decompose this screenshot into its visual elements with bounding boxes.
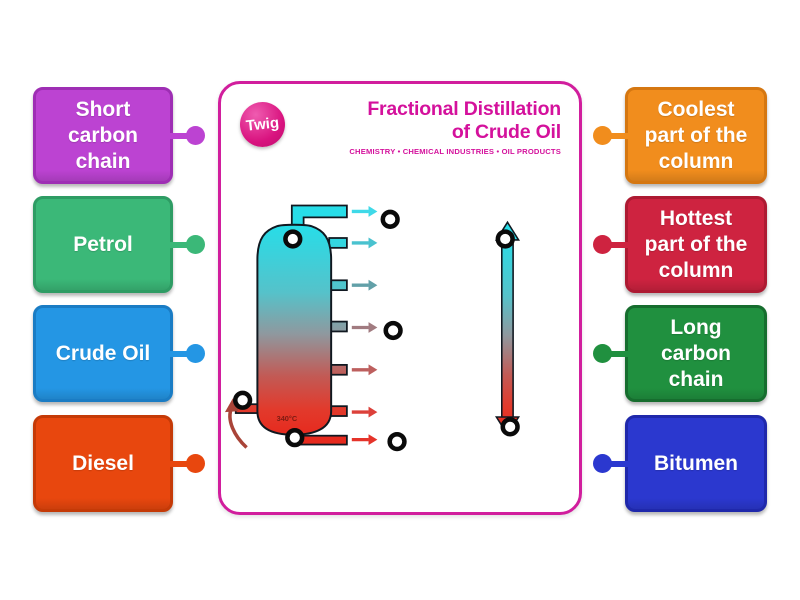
label-bitumen[interactable]: Bitumen [593,415,767,512]
connector-stem [608,132,630,139]
answer-dot-4[interactable] [232,390,253,410]
answer-dot-5[interactable] [285,428,305,448]
answer-dot-6[interactable] [387,431,407,452]
connector-dot-petrol[interactable] [186,235,205,254]
connector-stem [608,350,630,357]
card-title-block: Fractional Distillation of Crude Oil CHE… [349,98,561,156]
flow-arrow [351,406,378,418]
connector-stem [168,350,190,357]
flow-arrow [351,206,378,217]
answer-dot-8[interactable] [500,417,520,437]
answer-dot-7[interactable] [495,229,515,249]
label-text-long-carbon-chain: Long carbon chain [660,315,731,391]
label-text-diesel: Diesel [72,451,134,475]
answer-dot-1[interactable] [380,209,400,229]
temp-label-340c: 340°C [277,414,298,423]
outlet-stub-pipe [328,237,348,249]
card-subtitle: CHEMISTRY • CHEMICAL INDUSTRIES • OIL PR… [349,147,561,156]
flow-arrow [351,322,378,333]
label-petrol[interactable]: Petrol [33,196,205,293]
temperature-gradient-bar [494,220,521,437]
label-text-crude-oil: Crude Oil [55,341,151,365]
connector-stem [168,132,190,139]
connector-dot-long-carbon-chain[interactable] [593,344,612,363]
answer-dot-3[interactable] [383,320,403,341]
twig-logo: Twig [240,102,285,147]
label-hottest-part-of-the-column[interactable]: Hottest part of the column [593,196,767,293]
label-crude-oil[interactable]: Crude Oil [33,305,205,402]
label-coolest-part-of-the-column[interactable]: Coolest part of the column [593,87,767,184]
connector-stem [168,460,190,467]
label-short-carbon-chain[interactable]: Short carbon chain [33,87,205,184]
feed-arrow [224,398,248,449]
label-text-hottest-part-of-the-column: Hottest part of the column [644,206,748,282]
connector-dot-short-carbon-chain[interactable] [186,126,205,145]
label-text-bitumen: Bitumen [654,451,738,475]
connector-dot-crude-oil[interactable] [186,344,205,363]
connector-stem [608,241,630,248]
flow-arrow [351,279,378,291]
connector-dot-hottest-part-of-the-column[interactable] [593,235,612,254]
label-text-coolest-part-of-the-column: Coolest part of the column [644,97,748,173]
connector-stem [168,241,190,248]
flow-arrow [351,237,378,249]
answer-dot-2[interactable] [283,229,303,249]
distillation-diagram: 340°C [224,204,521,452]
label-diesel[interactable]: Diesel [33,415,205,512]
distillation-column [256,223,333,436]
label-text-short-carbon-chain: Short carbon chain [67,97,138,173]
card-title-line2: of Crude Oil [451,121,561,143]
diagram-card: Twig Fractional Distillation of Crude Oi… [218,81,582,515]
flow-arrow [351,434,378,446]
connector-dot-coolest-part-of-the-column[interactable] [593,126,612,145]
label-long-carbon-chain[interactable]: Long carbon chain [593,305,767,402]
label-text-petrol: Petrol [73,232,133,256]
connector-stem [608,460,630,467]
connector-dot-bitumen[interactable] [593,454,612,473]
card-title-line1: Fractional Distillation [367,98,561,120]
connector-dot-diesel[interactable] [186,454,205,473]
flow-arrow [351,364,378,376]
